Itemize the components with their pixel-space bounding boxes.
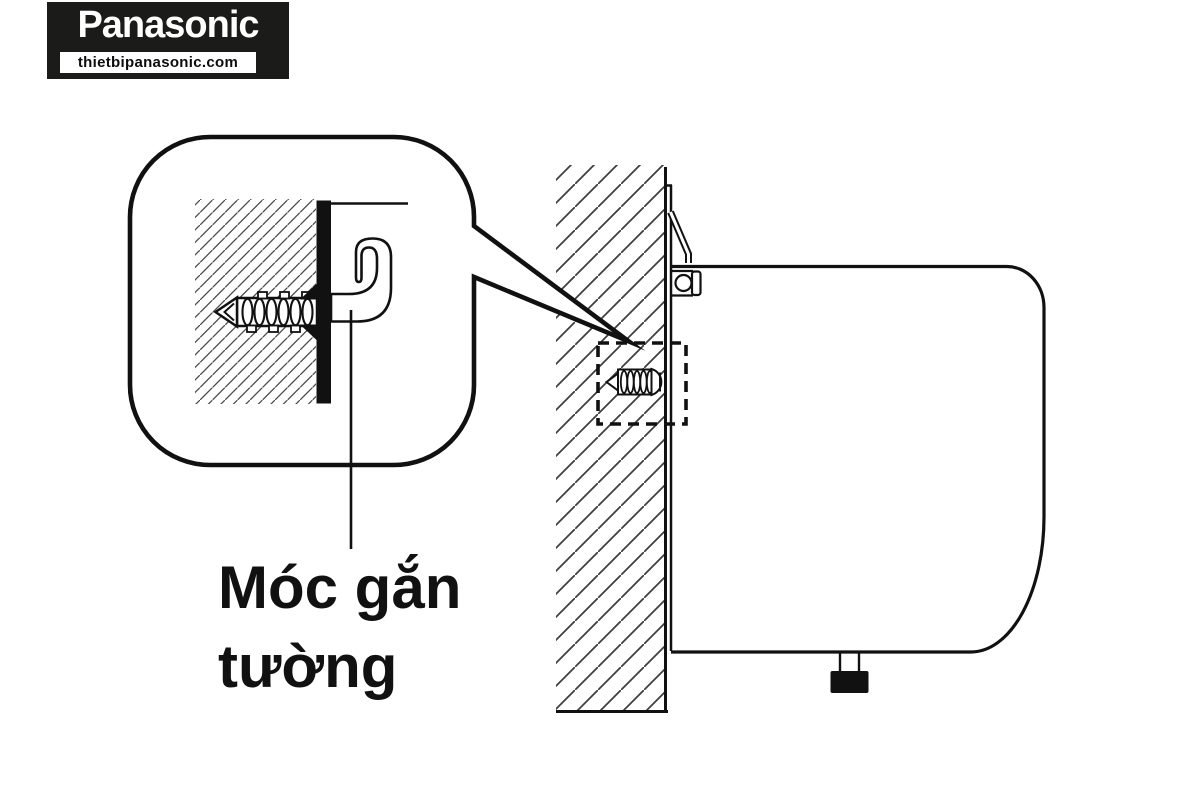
callout-screw (213, 284, 319, 340)
detail-highlight-dashed-box (596, 341, 688, 426)
screw-countersink-lower (300, 324, 317, 340)
brand-logo-wordmark: Panasonic (77, 4, 259, 46)
callout-content (195, 199, 408, 549)
brand-website-badge: thietbipanasonic.com (60, 52, 256, 73)
hanger-screw-head (674, 273, 693, 293)
screw-thread-tooth (279, 291, 290, 300)
screw-thread-ring (265, 297, 278, 327)
wall-screw-head-dome (650, 367, 663, 397)
wall-hook-label: Móc gắn tường (218, 548, 461, 706)
brand-logo: Panasonic thietbipanasonic.com (47, 2, 289, 79)
wall-hatch-area (556, 165, 666, 712)
wall-hook-label-line1: Móc gắn (218, 554, 462, 621)
screw-countersink-upper (300, 284, 317, 300)
top-bracket-flange (667, 210, 692, 263)
screw-thread-ring (253, 297, 266, 327)
screw-thread-tooth (246, 324, 257, 333)
wall-hook-shape (329, 237, 393, 323)
wall-screw-tip (604, 371, 619, 393)
wall-screw (604, 367, 663, 397)
hanger-washer-bar (690, 270, 702, 297)
hanger-bracket (672, 269, 702, 297)
mounting-plate (664, 184, 673, 651)
screw-thread-tooth (257, 291, 268, 300)
outlet-cap (830, 671, 869, 693)
screw-thread-ring (277, 297, 290, 327)
flange-inner (669, 211, 690, 263)
screw-thread-tooth (290, 324, 301, 333)
water-heater-tank-outline (671, 264, 1046, 654)
drain-outlet (830, 652, 869, 693)
wall-section (556, 165, 668, 713)
wall-hook-label-line2: tường (218, 633, 398, 700)
screw-thread-tooth (268, 324, 279, 333)
screw-tip-chevron (223, 302, 235, 322)
hook-base-plate (316, 200, 331, 404)
screw-thread-ring (289, 297, 302, 327)
screw-thread-ring (241, 297, 254, 327)
